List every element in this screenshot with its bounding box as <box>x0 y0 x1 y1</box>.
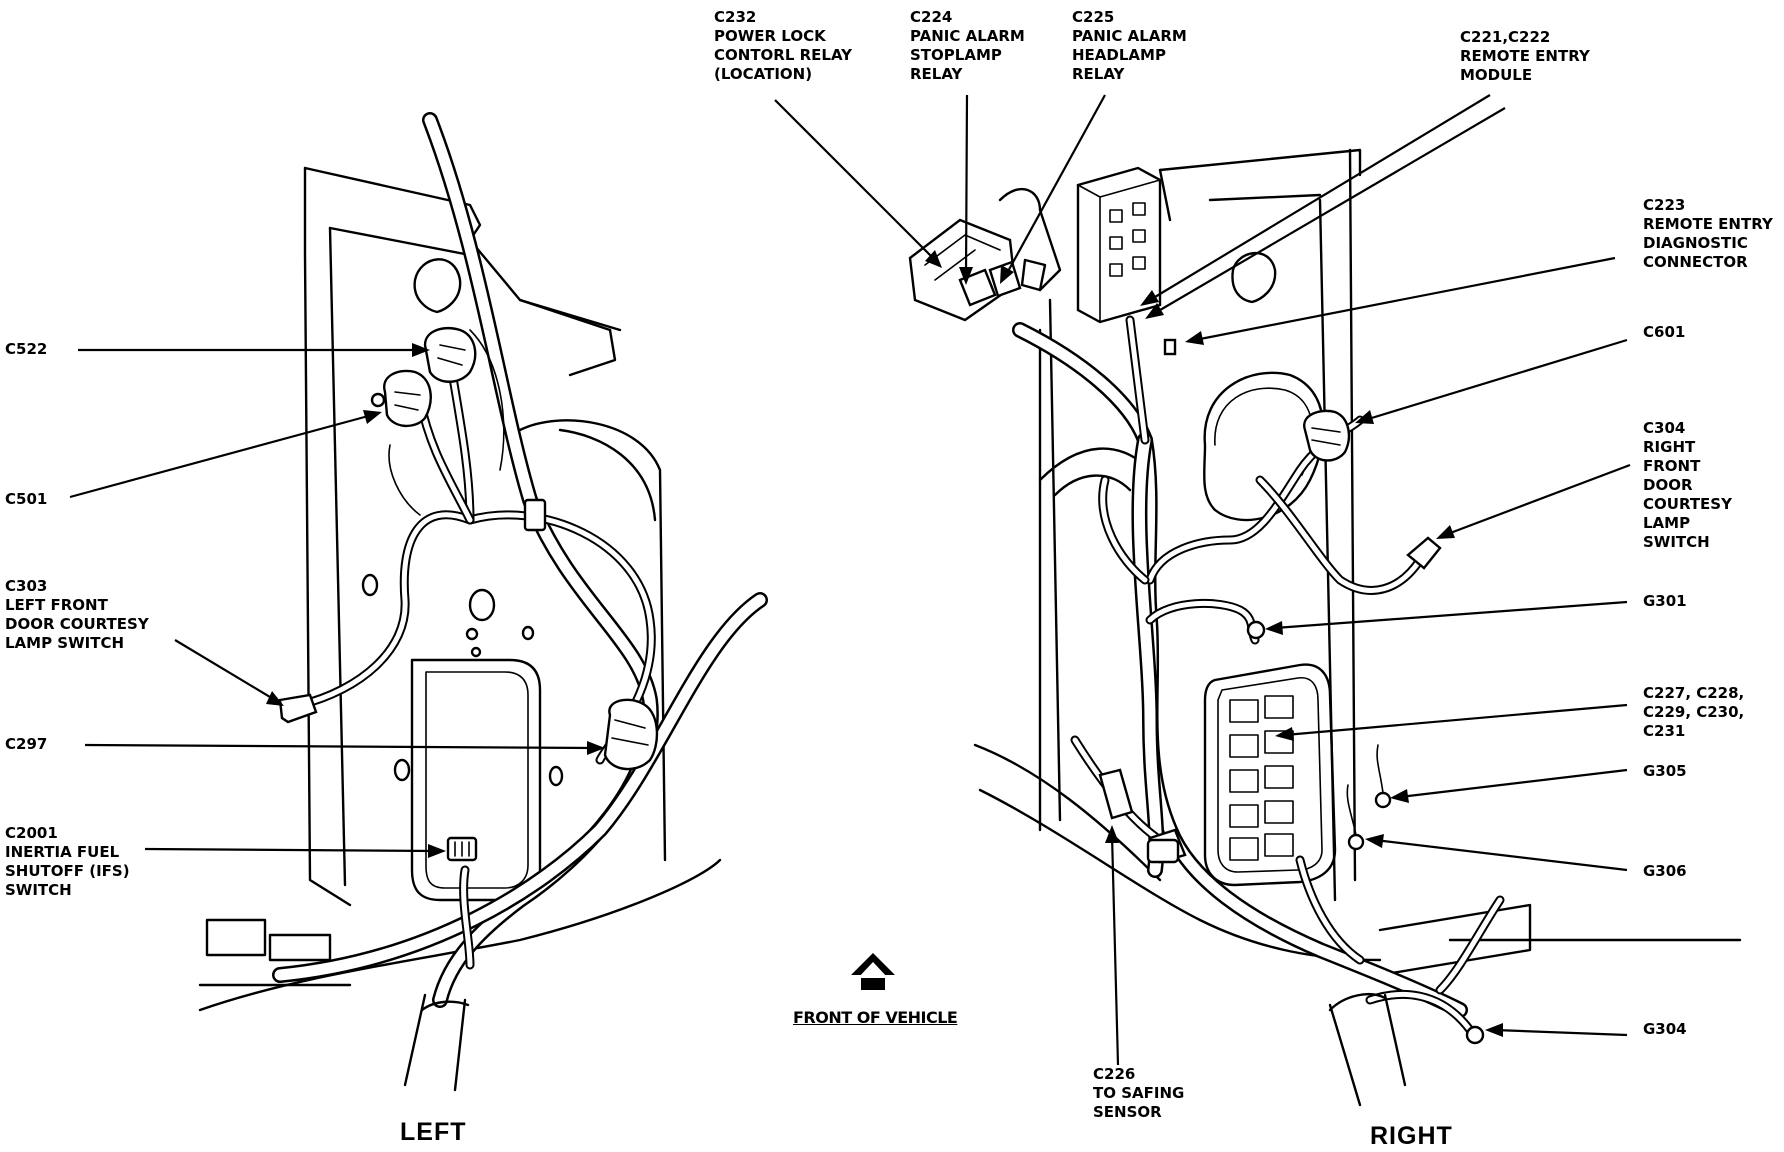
label-c601: C601 <box>1643 323 1686 341</box>
label-c223: C223 REMOTE ENTRY DIAGNOSTIC CONNECTOR <box>1643 196 1773 271</box>
label-c2001: C2001 INERTIA FUEL SHUTOFF (IFS) SWITCH <box>5 824 130 899</box>
label-c303: C303 LEFT FRONT DOOR COURTESY LAMP SWITC… <box>5 577 149 652</box>
front-arrow-icon <box>851 953 895 990</box>
label-c225: C225 PANIC ALARM HEADLAMP RELAY <box>1072 8 1187 83</box>
label-c221-c222: C221,C222 REMOTE ENTRY MODULE <box>1460 28 1590 84</box>
label-c232: C232 POWER LOCK CONTORL RELAY (LOCATION) <box>714 8 853 83</box>
right-panel-title: RIGHT <box>1370 1122 1453 1150</box>
right-panel-drawing <box>908 148 1742 1107</box>
left-panel-drawing <box>198 112 768 1092</box>
label-c226: C226 TO SAFING SENSOR <box>1093 1065 1185 1121</box>
label-g306: G306 <box>1643 862 1687 880</box>
label-g301: G301 <box>1643 592 1687 610</box>
label-c297: C297 <box>5 735 48 753</box>
left-panel-title: LEFT <box>400 1118 467 1146</box>
label-g305: G305 <box>1643 762 1687 780</box>
leader-lines <box>69 94 1631 1066</box>
label-c501: C501 <box>5 490 48 508</box>
front-of-vehicle-label: FRONT OF VEHICLE <box>793 1008 958 1027</box>
label-c304: C304 RIGHT FRONT DOOR COURTESY LAMP SWIT… <box>1643 419 1732 551</box>
label-g304: G304 <box>1643 1020 1687 1038</box>
label-c227-c231: C227, C228, C229, C230, C231 <box>1643 684 1745 740</box>
label-c522: C522 <box>5 340 48 358</box>
label-c224: C224 PANIC ALARM STOPLAMP RELAY <box>910 8 1025 83</box>
